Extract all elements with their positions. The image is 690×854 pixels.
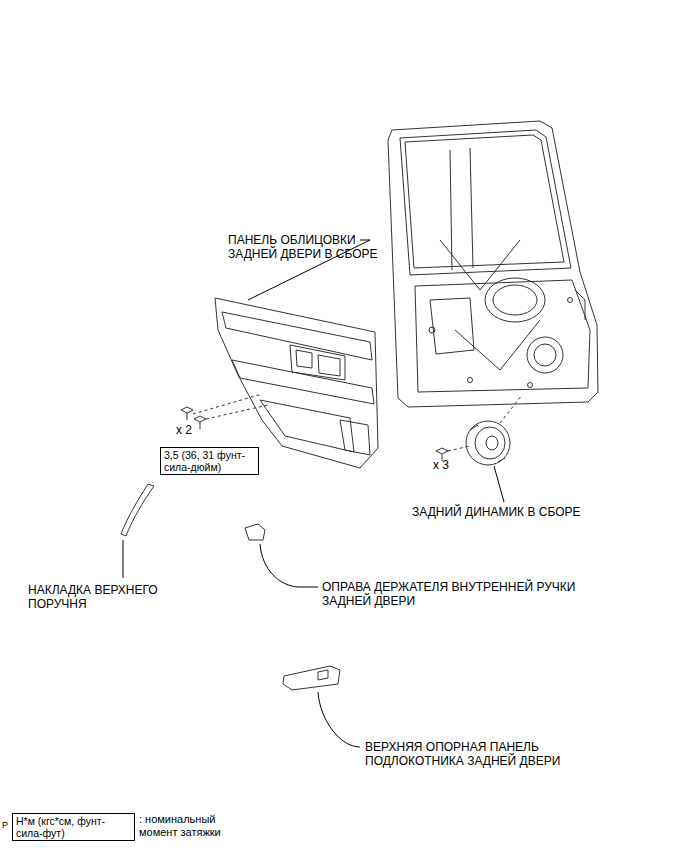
part-name: ОПРАВА ДЕРЖАТЕЛЯ ВНУТРЕННЕЙ РУЧКИ ЗАДНЕЙ… [322,580,612,608]
handrail-cover [121,484,154,536]
part-name: НАКЛАДКА ВЕРХНЕГО ПОРУЧНЯ [28,583,178,611]
handle-bezel [245,524,265,540]
leader-line [123,240,504,747]
quantity: x 2 [176,423,206,437]
legend-note: : номинальный момент затяжки [139,813,249,839]
part-name: ЗАДНИЙ ДИНАМИК В СБОРЕ [412,505,652,519]
quantity: x 3 [433,458,463,472]
box-text: 3,5 (36, 31 фунт-сила-дюйм) [164,449,255,473]
part-name: ВЕРХНЯЯ ОПОРНАЯ ПАНЕЛЬ ПОДЛОКОТНИКА ЗАДН… [365,740,600,768]
rear-door [388,121,598,407]
legend-key-box: Н*м (кгс*см, фунт-сила-фут) [12,813,135,841]
torque-box: 3,5 (36, 31 фунт-сила-дюйм) [160,447,259,475]
page-mark: P [2,820,16,830]
box-text: Н*м (кгс*см, фунт-сила-фут) [16,815,131,839]
part-name: ПАНЕЛЬ ОБЛИЦОВКИ ЗАДНЕЙ ДВЕРИ В СБОРЕ [228,233,403,261]
door-trim-panel [215,298,378,468]
armrest-panel [283,666,340,690]
speaker [466,395,522,465]
